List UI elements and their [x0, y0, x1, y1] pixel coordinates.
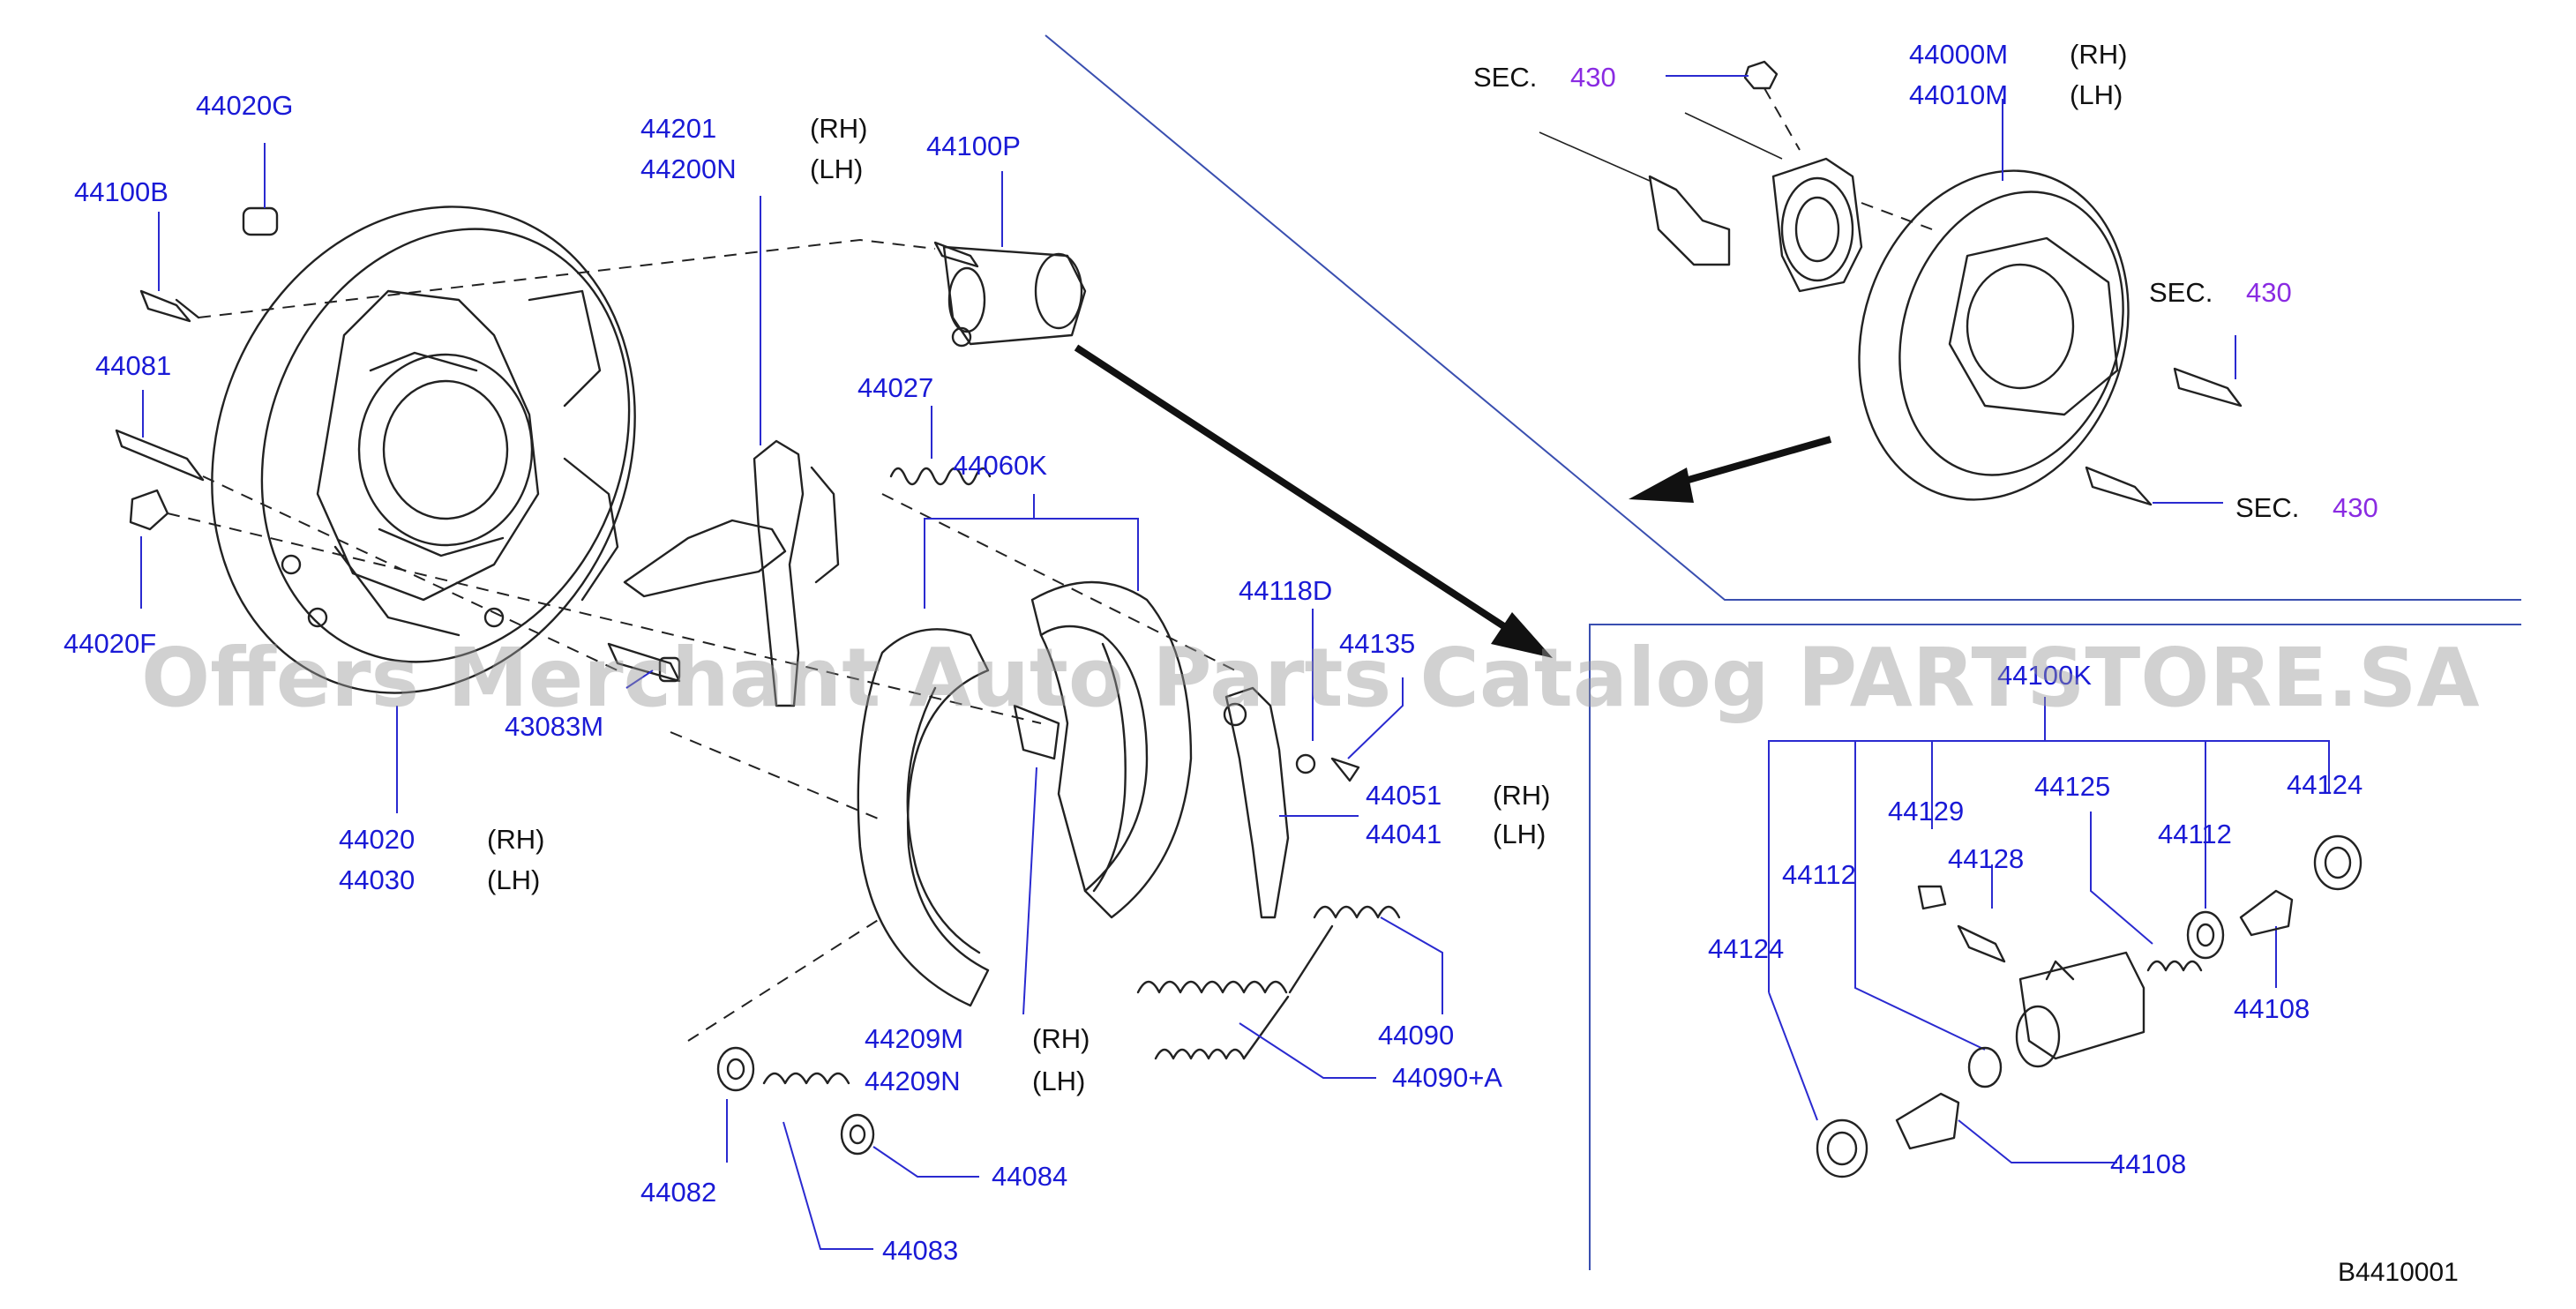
label-44125[interactable]: 44125	[2034, 771, 2110, 802]
return-springs-drawing	[1136, 905, 1401, 1060]
label-44200n-side: (LH)	[810, 153, 863, 184]
label-44020g[interactable]: 44020G	[196, 90, 293, 121]
label-44108-right[interactable]: 44108	[2234, 993, 2310, 1024]
label-44051-side: (RH)	[1493, 780, 1550, 811]
diagram-code: B4410001	[2338, 1258, 2459, 1287]
label-44030-side: (LH)	[487, 864, 540, 895]
label-44020f[interactable]: 44020F	[64, 628, 156, 659]
label-44083[interactable]: 44083	[882, 1235, 958, 1266]
label-44020-side: (RH)	[487, 824, 544, 855]
label-44201-side: (RH)	[810, 113, 867, 144]
label-44124-left[interactable]: 44124	[1708, 933, 1784, 964]
label-44100k[interactable]: 44100K	[1997, 660, 2092, 691]
label-44041-side: (LH)	[1493, 819, 1546, 849]
label-44124-right[interactable]: 44124	[2287, 769, 2363, 800]
label-44100b[interactable]: 44100B	[74, 176, 168, 207]
sec-ref-mid-number[interactable]: 430	[2246, 277, 2292, 308]
label-44129[interactable]: 44129	[1888, 796, 1964, 827]
wheel-cylinder-drawing	[933, 241, 1087, 348]
part-labels: 44020G 44100B 44081 44020F 44201 (RH) 44…	[64, 39, 2459, 1287]
adjuster-drawing	[623, 439, 840, 707]
sec-ref-top-word: SEC.	[1473, 62, 1537, 93]
label-44084[interactable]: 44084	[992, 1161, 1067, 1192]
pin-44081	[115, 429, 205, 482]
bolt-43083m	[607, 642, 681, 683]
sec-ref-bottom-number[interactable]: 430	[2333, 492, 2378, 523]
label-44128[interactable]: 44128	[1948, 843, 2024, 874]
section-dividers	[1045, 34, 2521, 1270]
wheel-cylinder-kit-drawing	[1768, 697, 2363, 1178]
grommet-44020g	[242, 206, 279, 236]
label-44051[interactable]: 44051	[1366, 780, 1442, 811]
label-44112-right[interactable]: 44112	[2158, 819, 2232, 849]
sec-ref-mid-word: SEC.	[2149, 277, 2213, 308]
leader-lines	[140, 143, 1443, 1250]
spring-44027	[889, 467, 992, 486]
label-44209m[interactable]: 44209M	[865, 1023, 963, 1054]
label-44135[interactable]: 44135	[1339, 628, 1415, 659]
nut-44020f	[129, 489, 169, 531]
label-44030[interactable]: 44030	[339, 864, 415, 895]
label-44090[interactable]: 44090	[1378, 1020, 1454, 1051]
hold-down-drawing	[716, 1046, 875, 1156]
label-44090-a[interactable]: 44090+A	[1392, 1062, 1502, 1093]
sec-ref-top-number[interactable]: 430	[1570, 62, 1616, 93]
watermark: Offers Merchant Auto Parts Catalog PARTS…	[141, 631, 2480, 725]
label-44200n[interactable]: 44200N	[640, 153, 737, 184]
label-44010m-side: (LH)	[2070, 79, 2123, 110]
label-44027[interactable]: 44027	[857, 372, 933, 403]
label-44010m[interactable]: 44010M	[1909, 79, 2008, 110]
fastener-drawings	[115, 206, 681, 683]
label-44041[interactable]: 44041	[1366, 819, 1442, 849]
label-44000m[interactable]: 44000M	[1909, 39, 2008, 70]
label-43083m[interactable]: 43083M	[505, 711, 603, 742]
label-44020[interactable]: 44020	[339, 824, 415, 855]
sec-ref-bottom-word: SEC.	[2235, 492, 2299, 523]
label-44209n[interactable]: 44209N	[865, 1066, 961, 1096]
label-44000m-side: (RH)	[2070, 39, 2127, 70]
label-44108-bottom[interactable]: 44108	[2110, 1148, 2186, 1179]
label-44060k[interactable]: 44060K	[953, 450, 1047, 481]
parking-lever-drawing	[1223, 686, 1360, 919]
label-44201[interactable]: 44201	[640, 113, 716, 144]
label-44118d[interactable]: 44118D	[1239, 575, 1332, 606]
label-44209m-side: (RH)	[1032, 1023, 1090, 1054]
label-44081[interactable]: 44081	[95, 350, 171, 381]
label-44112-left[interactable]: 44112	[1782, 859, 1856, 890]
brake-shoe-drawing	[857, 580, 1193, 1007]
bolt-44100b	[139, 289, 191, 323]
brake-assembly-drawing	[1539, 60, 2243, 506]
backing-plate-drawing	[211, 206, 636, 694]
label-44209n-side: (LH)	[1032, 1066, 1085, 1096]
assembly-dashed-lines	[167, 238, 1236, 1042]
label-44100p[interactable]: 44100P	[926, 131, 1021, 161]
label-44082[interactable]: 44082	[640, 1177, 716, 1208]
direction-arrows	[1074, 344, 1832, 658]
